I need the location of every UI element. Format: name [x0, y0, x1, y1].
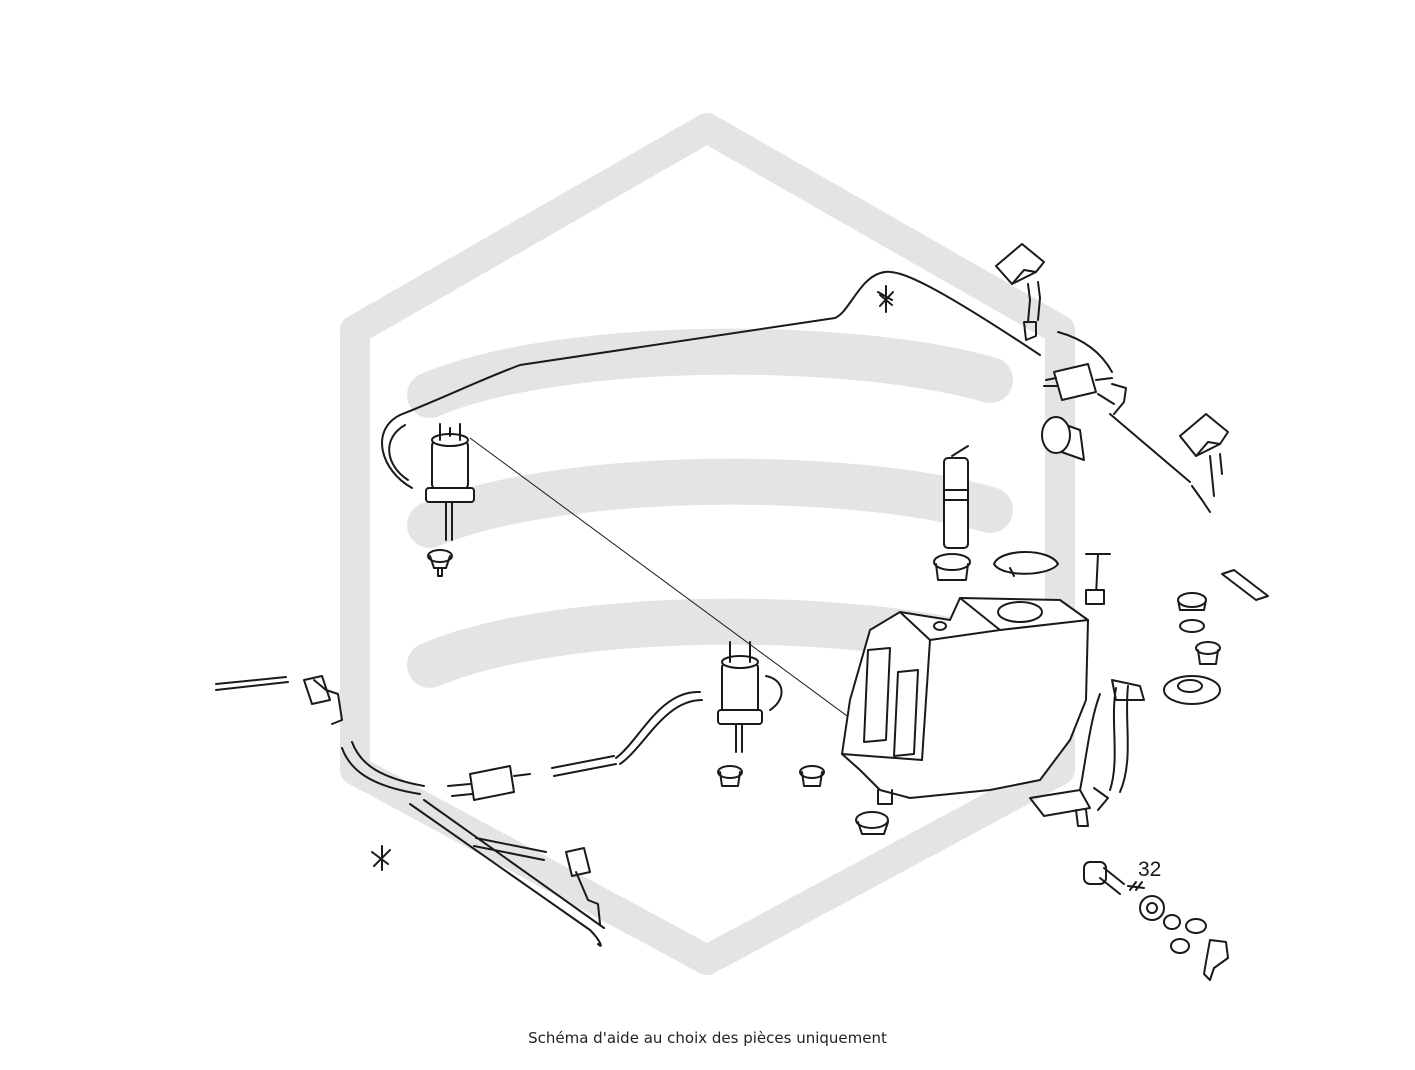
wiring-harness — [1029, 679, 1145, 827]
mounting-bolt — [1085, 553, 1111, 605]
check-valve-left — [303, 675, 343, 725]
grommet-center — [799, 765, 825, 787]
hose-lower-left-bend — [341, 741, 425, 795]
hose-clip-lower — [371, 845, 391, 871]
hose-lower-long — [409, 799, 605, 947]
reference-line — [469, 437, 897, 753]
grommet-right — [1195, 641, 1221, 665]
hose-lower-left-straight — [215, 676, 289, 691]
hose-short-diagonal — [473, 837, 547, 861]
upper-hose — [381, 270, 1041, 489]
pump-grommet-upper — [427, 549, 453, 577]
check-valve-upper — [1043, 363, 1115, 405]
callout-label-32: 32 — [1138, 858, 1161, 881]
check-valve-lower — [565, 847, 601, 925]
hose-to-pump — [615, 690, 703, 765]
washer-reservoir — [841, 597, 1089, 805]
screw-assembly — [1083, 861, 1229, 981]
pump-grommet-lower — [717, 765, 743, 787]
hose-lower-center — [551, 755, 617, 777]
washer-jet-upper — [995, 243, 1045, 341]
hose-clip-upper — [877, 285, 894, 313]
washer-jet-right — [1179, 413, 1229, 513]
upper-hose-inner — [388, 424, 409, 481]
washer-pump-upper — [425, 423, 475, 541]
hose-right-lower — [1109, 413, 1191, 483]
check-valve-mid — [447, 765, 531, 801]
diagram-caption: Schéma d'aide au choix des pièces unique… — [528, 1029, 887, 1047]
hose-upper-right — [1057, 331, 1113, 373]
filler-cap — [993, 551, 1059, 577]
level-sensor — [943, 445, 969, 549]
washer-ring — [1179, 619, 1205, 633]
nut-top — [1177, 592, 1207, 611]
angle-connector — [1111, 383, 1127, 415]
grommet-tank — [855, 811, 889, 835]
pump-seal-large — [1163, 675, 1221, 705]
small-bracket — [1221, 569, 1269, 601]
sensor-grommet — [933, 553, 971, 581]
bushing — [1041, 416, 1085, 461]
washer-pump-lower — [717, 641, 783, 753]
